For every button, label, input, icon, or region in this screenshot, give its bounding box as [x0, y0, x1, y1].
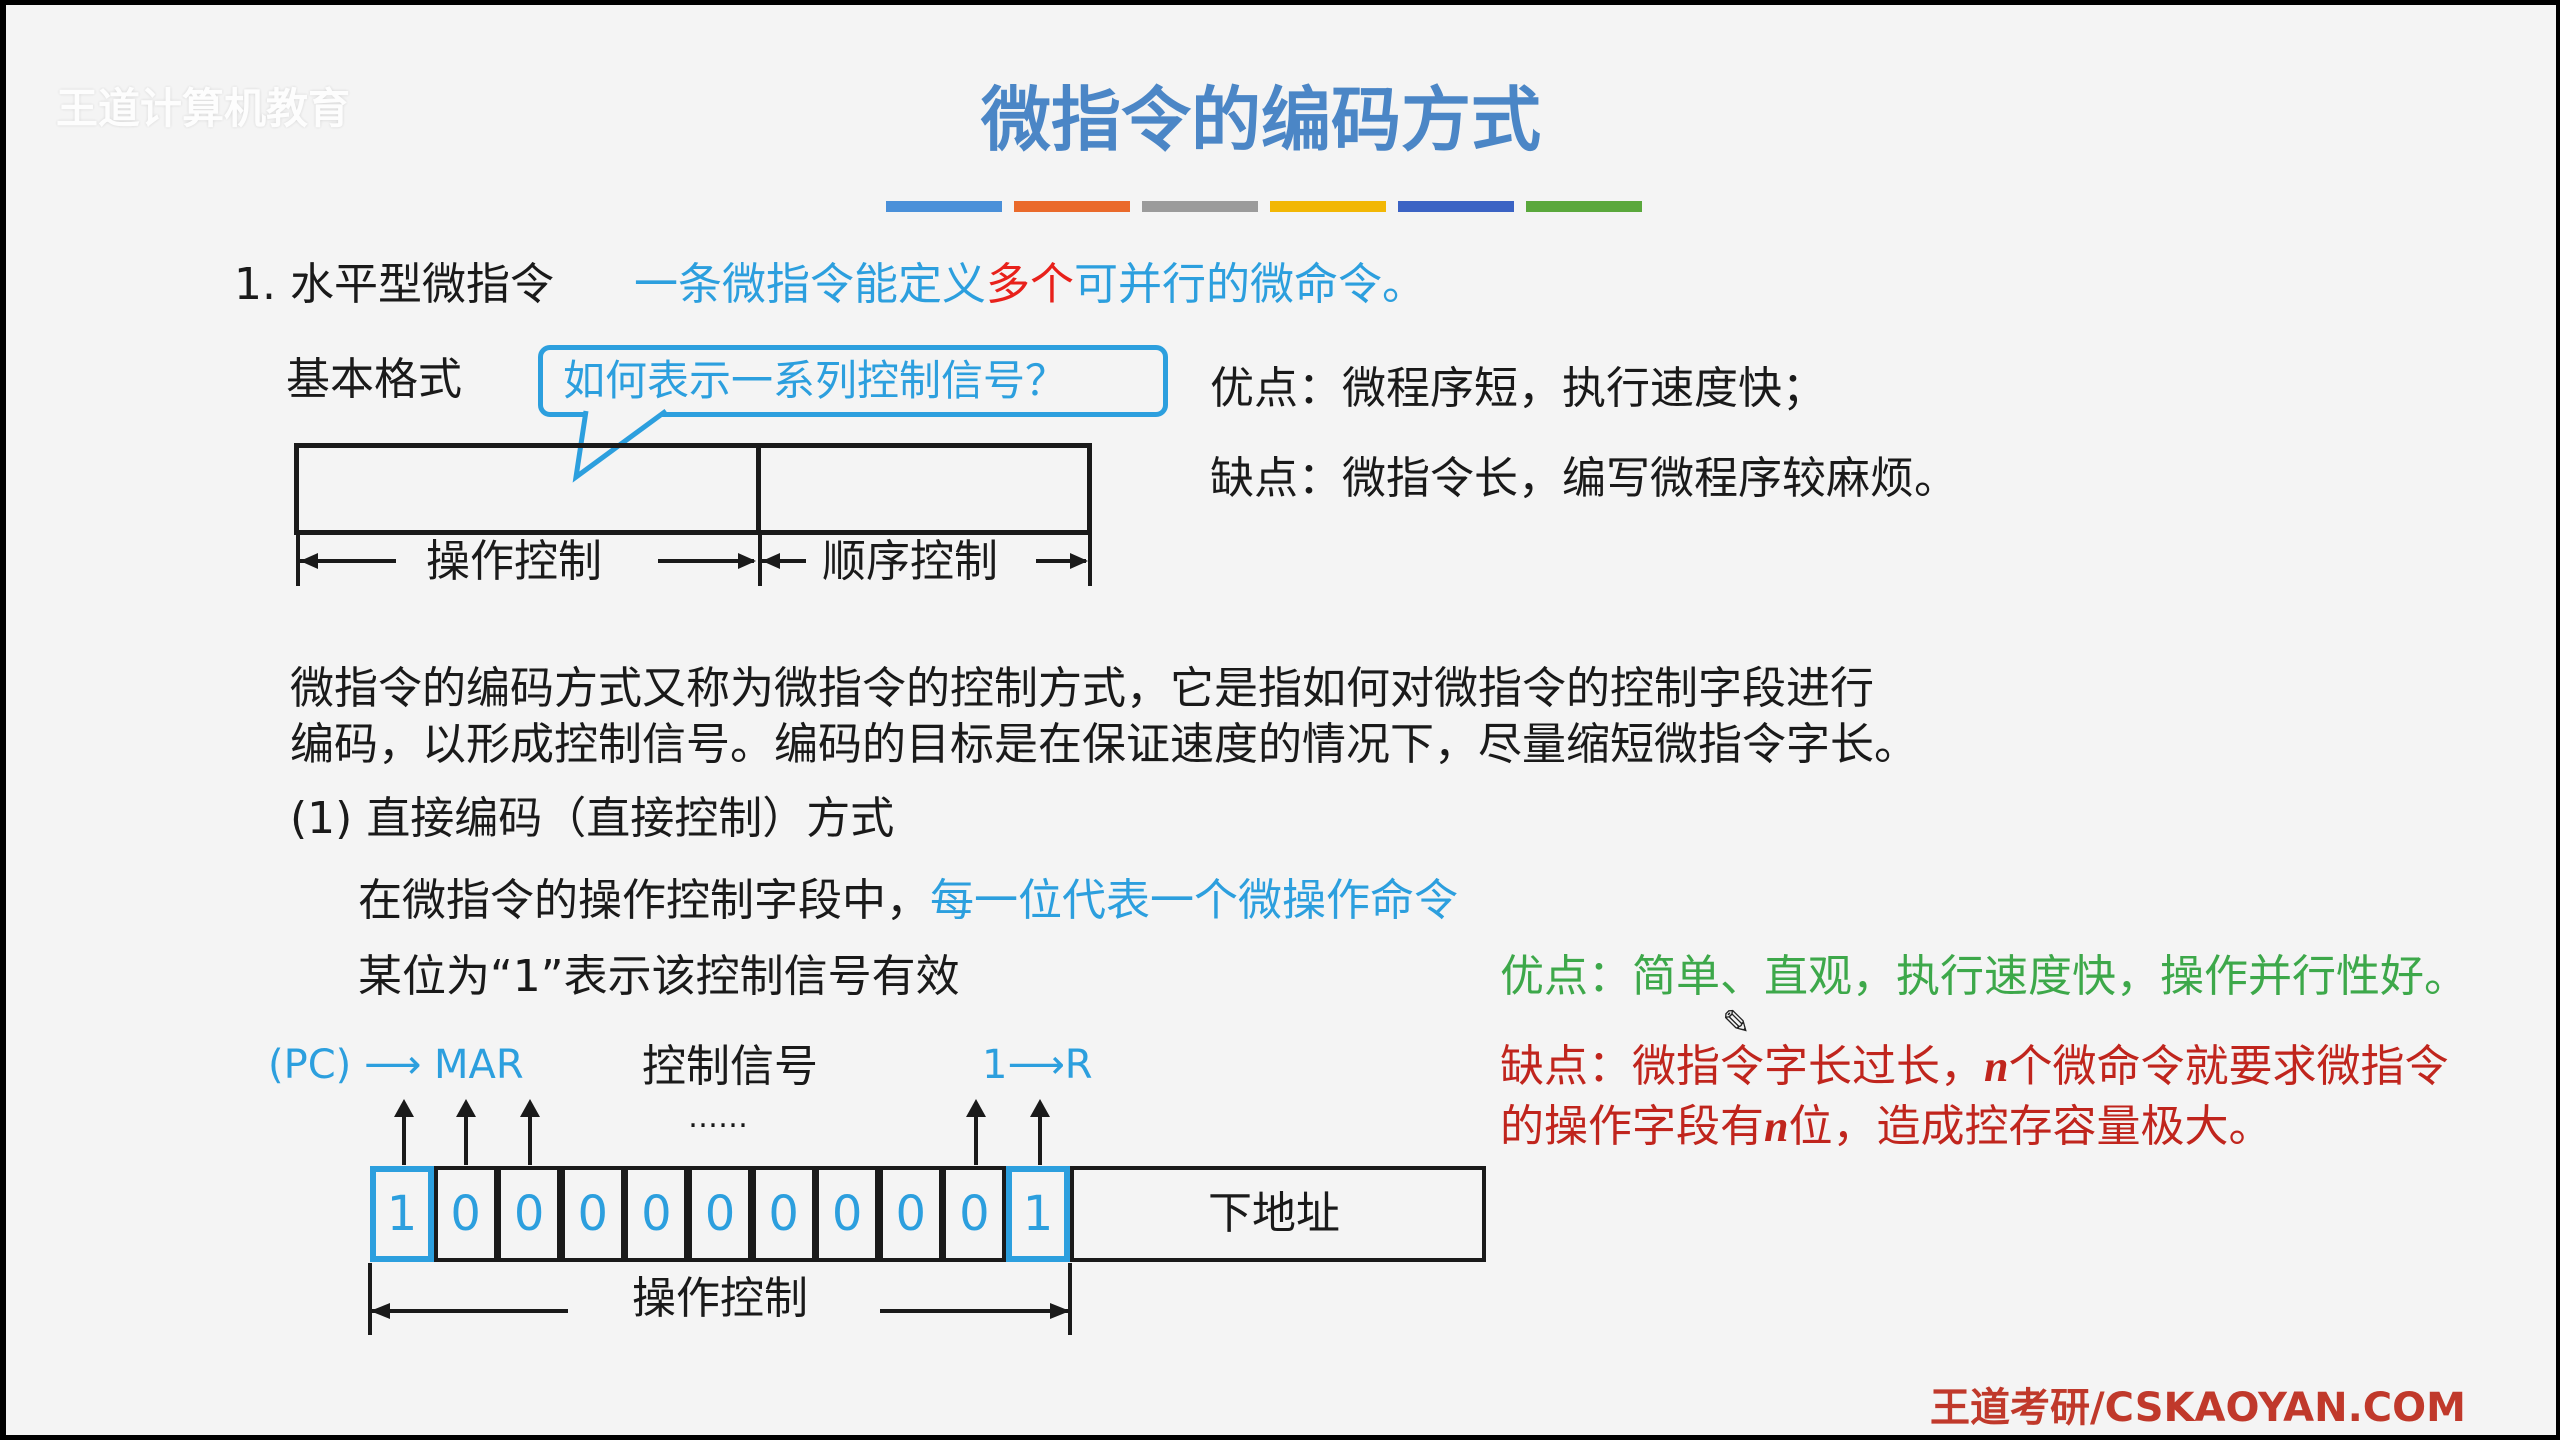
direct-coding-desc: 在微指令的操作控制字段中，每一位代表一个微操作命令: [358, 879, 1458, 923]
direct-con-line1: 缺点：微指令字长过长，n个微命令就要求微指令: [1500, 1045, 2448, 1089]
format-divider: [756, 443, 761, 535]
channel-watermark: 王道计算机教育: [56, 84, 351, 133]
bit-cell: 1: [370, 1166, 434, 1262]
definition-part: 可并行的微命令。: [1074, 259, 1426, 310]
desc-part: 在微指令的操作控制字段中，: [358, 875, 930, 926]
title-bar-segment: [886, 201, 1002, 212]
format-tick: [758, 530, 762, 586]
bit-cell: 0: [497, 1166, 562, 1262]
signal-pc-mar: (PC) ⟶ MAR: [268, 1042, 524, 1088]
next-address-label: 下地址: [1208, 1188, 1340, 1239]
span-tick-right: [1068, 1263, 1072, 1335]
desc-emphasis: 每一位代表一个微操作命令: [930, 875, 1458, 926]
field-seq-label: 顺序控制: [822, 536, 998, 587]
bit-cell: 0: [624, 1166, 689, 1262]
format-label: 基本格式: [286, 354, 462, 405]
direct-coding-rule: 某位为“1”表示该控制信号有效: [358, 951, 960, 1002]
signal-one-to-r: 1⟶R: [982, 1042, 1093, 1088]
title-color-bars: [886, 201, 1642, 212]
format-tick: [1088, 530, 1092, 586]
signal-arrow: [520, 1099, 540, 1165]
bit-cell: 0: [688, 1166, 752, 1262]
section-heading-horizontal: 1. 水平型微指令: [234, 259, 554, 310]
horizontal-con: 缺点：微指令长，编写微程序较麻烦。: [1210, 453, 1958, 504]
bit-cell: 1: [1006, 1166, 1070, 1262]
pen-cursor-icon: ✎: [1722, 1003, 1751, 1043]
direct-con-line2: 的操作字段有n位，造成控存容量极大。: [1500, 1105, 2272, 1149]
span-label: 操作控制: [632, 1273, 808, 1324]
title-bar-segment: [1014, 201, 1130, 212]
signal-ellipsis: ……: [688, 1100, 748, 1135]
signal-label: 控制信号: [642, 1041, 818, 1092]
con-part: 缺点：微指令字长过长，: [1500, 1041, 1984, 1092]
slide: 王道计算机教育 微指令的编码方式 1. 水平型微指令 一条微指令能定义多个可并行…: [6, 5, 2556, 1435]
definition-emphasis: 多个: [986, 259, 1074, 310]
format-tick: [296, 530, 300, 586]
span-arrows: [370, 1303, 1070, 1319]
horizontal-definition: 一条微指令能定义多个可并行的微命令。: [634, 263, 1426, 307]
title-bar-segment: [1526, 201, 1642, 212]
signal-arrow: [1030, 1099, 1050, 1165]
con-var: n: [1984, 1042, 2009, 1091]
field-op-label: 操作控制: [426, 536, 602, 587]
signal-arrow: [394, 1099, 414, 1165]
bit-cell: 0: [433, 1166, 498, 1262]
bit-cell: 0: [878, 1166, 943, 1262]
title-bar-segment: [1398, 201, 1514, 212]
con-part: 的操作字段有: [1500, 1101, 1764, 1152]
definition-part: 一条微指令能定义: [634, 259, 986, 310]
paragraph-line: 微指令的编码方式又称为微指令的控制方式，它是指如何对微指令的控制字段进行: [290, 663, 1874, 714]
title-bar-segment: [1142, 201, 1258, 212]
horizontal-pro: 优点：微程序短，执行速度快；: [1210, 363, 1826, 414]
format-dimension-arrows: [300, 553, 1088, 569]
bit-cell: 0: [751, 1166, 816, 1262]
callout-bubble: 如何表示一系列控制信号？: [538, 345, 1168, 417]
direct-pro: 优点：简单、直观，执行速度快，操作并行性好。: [1500, 951, 2468, 1002]
footer-brand: 王道考研/CSKAOYAN.COM: [1930, 1385, 2466, 1431]
con-var: n: [1764, 1102, 1789, 1151]
slide-title: 微指令的编码方式: [981, 79, 1541, 161]
signal-arrow: [456, 1099, 476, 1165]
signal-arrow: [966, 1099, 986, 1165]
direct-coding-heading: (1) 直接编码（直接控制）方式: [290, 793, 895, 844]
next-address-field: 下地址: [1070, 1166, 1486, 1262]
paragraph-line: 编码，以形成控制信号。编码的目标是在保证速度的情况下，尽量缩短微指令字长。: [290, 719, 1918, 770]
bit-cell: 0: [560, 1166, 625, 1262]
con-part: 个微命令就要求微指令: [2008, 1041, 2449, 1092]
bit-cell: 0: [815, 1166, 880, 1262]
title-bar-segment: [1270, 201, 1386, 212]
span-tick-left: [368, 1263, 372, 1335]
con-part: 位，造成控存容量极大。: [1788, 1101, 2273, 1152]
bit-cell: 0: [942, 1166, 1007, 1262]
format-box: [294, 443, 1092, 535]
callout-text: 如何表示一系列控制信号？: [563, 356, 1068, 405]
